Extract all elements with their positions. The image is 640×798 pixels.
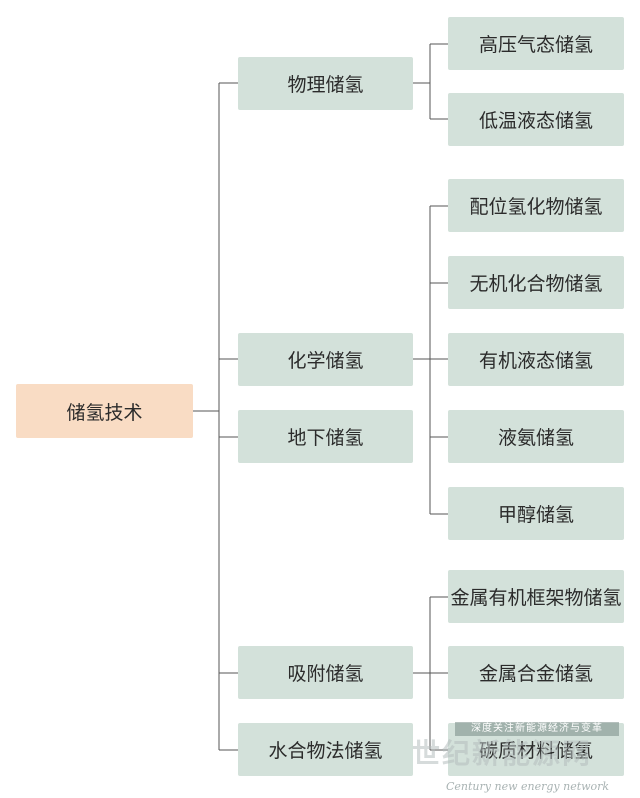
watermark-logo-text: 世纪新能源网: [412, 737, 593, 770]
leaf-node-mof: 金属有机框架物储氢: [448, 570, 624, 623]
branch-node-underground: 地下储氢: [238, 410, 413, 463]
branch-node-physical: 物理储氢: [238, 57, 413, 110]
branch-node-hydrate: 水合物法储氢: [238, 723, 413, 776]
leaf-node-organic-liquid: 有机液态储氢: [448, 333, 624, 386]
watermark-subtitle: Century new energy network: [446, 780, 610, 793]
leaf-node-complex-hydride: 配位氢化物储氢: [448, 179, 624, 232]
leaf-node-methanol: 甲醇储氢: [448, 487, 624, 540]
leaf-node-liquid-ammonia: 液氨储氢: [448, 410, 624, 463]
leaf-node-cryogenic-liquid: 低温液态储氢: [448, 93, 624, 146]
leaf-node-inorganic-compound: 无机化合物储氢: [448, 256, 624, 309]
leaf-node-high-pressure-gas: 高压气态储氢: [448, 17, 624, 70]
leaf-node-metal-alloy: 金属合金储氢: [448, 646, 624, 699]
watermark-banner: 深度关注新能源经济与变革: [455, 722, 619, 736]
branch-node-chemical: 化学储氢: [238, 333, 413, 386]
root-node: 储氢技术: [16, 384, 193, 438]
branch-node-adsorption: 吸附储氢: [238, 646, 413, 699]
